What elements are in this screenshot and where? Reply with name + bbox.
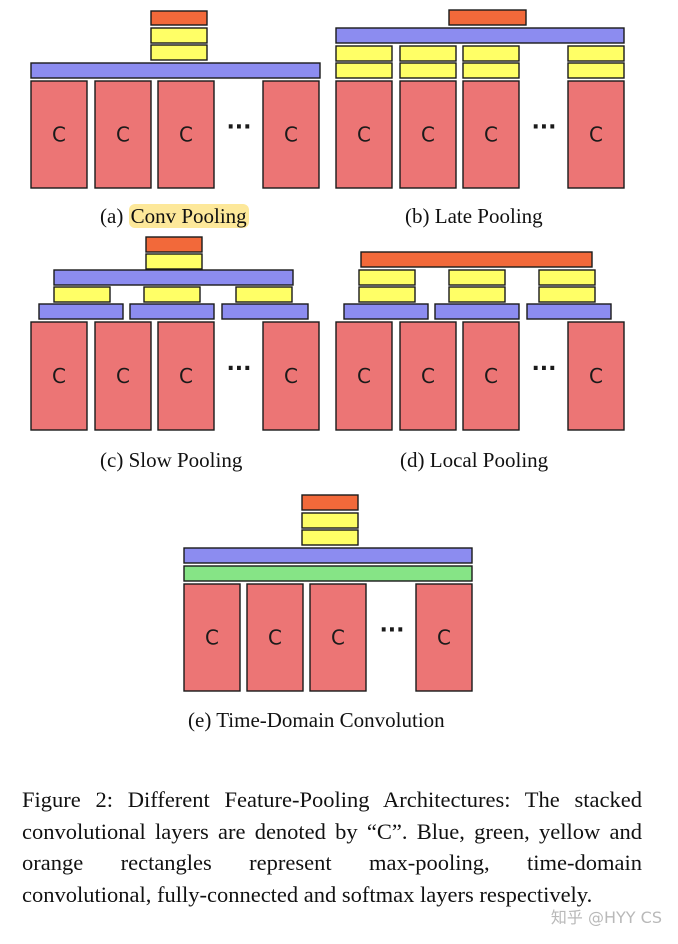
- conv-label: C: [331, 626, 345, 650]
- conv-label: C: [284, 123, 298, 147]
- fully-connected-layer: [53, 286, 111, 303]
- conv-label: C: [205, 626, 219, 650]
- softmax-layer: [360, 251, 593, 268]
- panel-e-label: (e) Time-Domain Convolution: [188, 708, 445, 732]
- fully-connected-layer: [538, 269, 596, 286]
- max-pooling-layer: [434, 303, 520, 320]
- fully-connected-layer: [301, 512, 359, 529]
- time-domain-conv-layer: [183, 565, 473, 582]
- conv-label: C: [284, 364, 298, 388]
- max-pooling-layer: [129, 303, 215, 320]
- fully-connected-layer: [448, 269, 506, 286]
- conv-layer: [309, 583, 367, 692]
- conv-label: C: [179, 364, 193, 388]
- fully-connected-layer: [399, 45, 457, 62]
- conv-layer: [94, 80, 152, 189]
- softmax-layer: [448, 9, 527, 26]
- conv-label: C: [589, 364, 603, 388]
- conv-layer: [399, 80, 457, 189]
- panel-c-label: (c) Slow Pooling: [100, 448, 243, 472]
- fully-connected-layer: [145, 253, 203, 270]
- ellipsis: ...: [531, 351, 556, 376]
- fully-connected-layer: [150, 27, 208, 44]
- fully-connected-layer: [448, 286, 506, 303]
- conv-label: C: [357, 364, 371, 388]
- fully-connected-layer: [358, 286, 416, 303]
- conv-layer: [567, 80, 625, 189]
- max-pooling-layer: [221, 303, 309, 320]
- max-pooling-layer: [53, 269, 294, 286]
- conv-label: C: [268, 626, 282, 650]
- fully-connected-layer: [399, 62, 457, 79]
- ellipsis: ...: [379, 613, 404, 638]
- fully-connected-layer: [358, 269, 416, 286]
- max-pooling-layer: [526, 303, 612, 320]
- conv-layer: [262, 321, 320, 431]
- panel-a-label: (a) Conv Pooling: [100, 204, 249, 228]
- conv-layer: [335, 80, 393, 189]
- conv-layer: [399, 321, 457, 431]
- conv-label: C: [484, 364, 498, 388]
- conv-label: C: [421, 364, 435, 388]
- max-pooling-layer: [38, 303, 124, 320]
- fully-connected-layer: [462, 62, 520, 79]
- softmax-layer: [145, 236, 203, 253]
- max-pooling-layer: [335, 27, 625, 44]
- fully-connected-layer: [235, 286, 293, 303]
- conv-label: C: [116, 123, 130, 147]
- fully-connected-layer: [335, 45, 393, 62]
- softmax-layer: [150, 10, 208, 26]
- conv-label: C: [357, 123, 371, 147]
- fully-connected-layer: [301, 529, 359, 546]
- panel-b-label: (b) Late Pooling: [405, 204, 543, 228]
- watermark: 知乎 @HYY CS: [550, 908, 662, 927]
- pooling-architectures-diagram: C C C C... C C C C... C C C C... C C C C... C C C C...: [30, 9, 625, 692]
- ellipsis: ...: [226, 110, 251, 135]
- conv-layer: [462, 321, 520, 431]
- conv-layer: [30, 321, 88, 431]
- fully-connected-layer: [462, 45, 520, 62]
- conv-label: C: [179, 123, 193, 147]
- fully-connected-layer: [567, 45, 625, 62]
- ellipsis: ...: [226, 351, 251, 376]
- conv-layer: [462, 80, 520, 189]
- max-pooling-layer: [343, 303, 429, 320]
- figure-caption: Figure 2: Different Feature-Pooling Arch…: [22, 787, 642, 907]
- conv-layer: [262, 80, 320, 189]
- fully-connected-layer: [335, 62, 393, 79]
- conv-label: C: [52, 364, 66, 388]
- fully-connected-layer: [143, 286, 201, 303]
- conv-layer: [157, 80, 215, 189]
- ellipsis: ...: [531, 110, 556, 135]
- softmax-layer: [301, 494, 359, 511]
- conv-label: C: [484, 123, 498, 147]
- conv-layer: [94, 321, 152, 431]
- fully-connected-layer: [567, 62, 625, 79]
- conv-label: C: [437, 626, 451, 650]
- conv-label: C: [52, 123, 66, 147]
- fully-connected-layer: [150, 44, 208, 61]
- panel-d-label: (d) Local Pooling: [400, 448, 549, 472]
- max-pooling-layer: [183, 547, 473, 564]
- conv-layer: [246, 583, 304, 692]
- highlighted-title: Conv Pooling: [128, 204, 249, 228]
- conv-layer: [30, 80, 88, 189]
- conv-layer: [157, 321, 215, 431]
- conv-layer: [183, 583, 241, 692]
- conv-label: C: [116, 364, 130, 388]
- conv-label: C: [589, 123, 603, 147]
- conv-layer: [335, 321, 393, 431]
- conv-layer: [567, 321, 625, 431]
- fully-connected-layer: [538, 286, 596, 303]
- max-pooling-layer: [30, 62, 321, 79]
- conv-layer: [415, 583, 473, 692]
- conv-label: C: [421, 123, 435, 147]
